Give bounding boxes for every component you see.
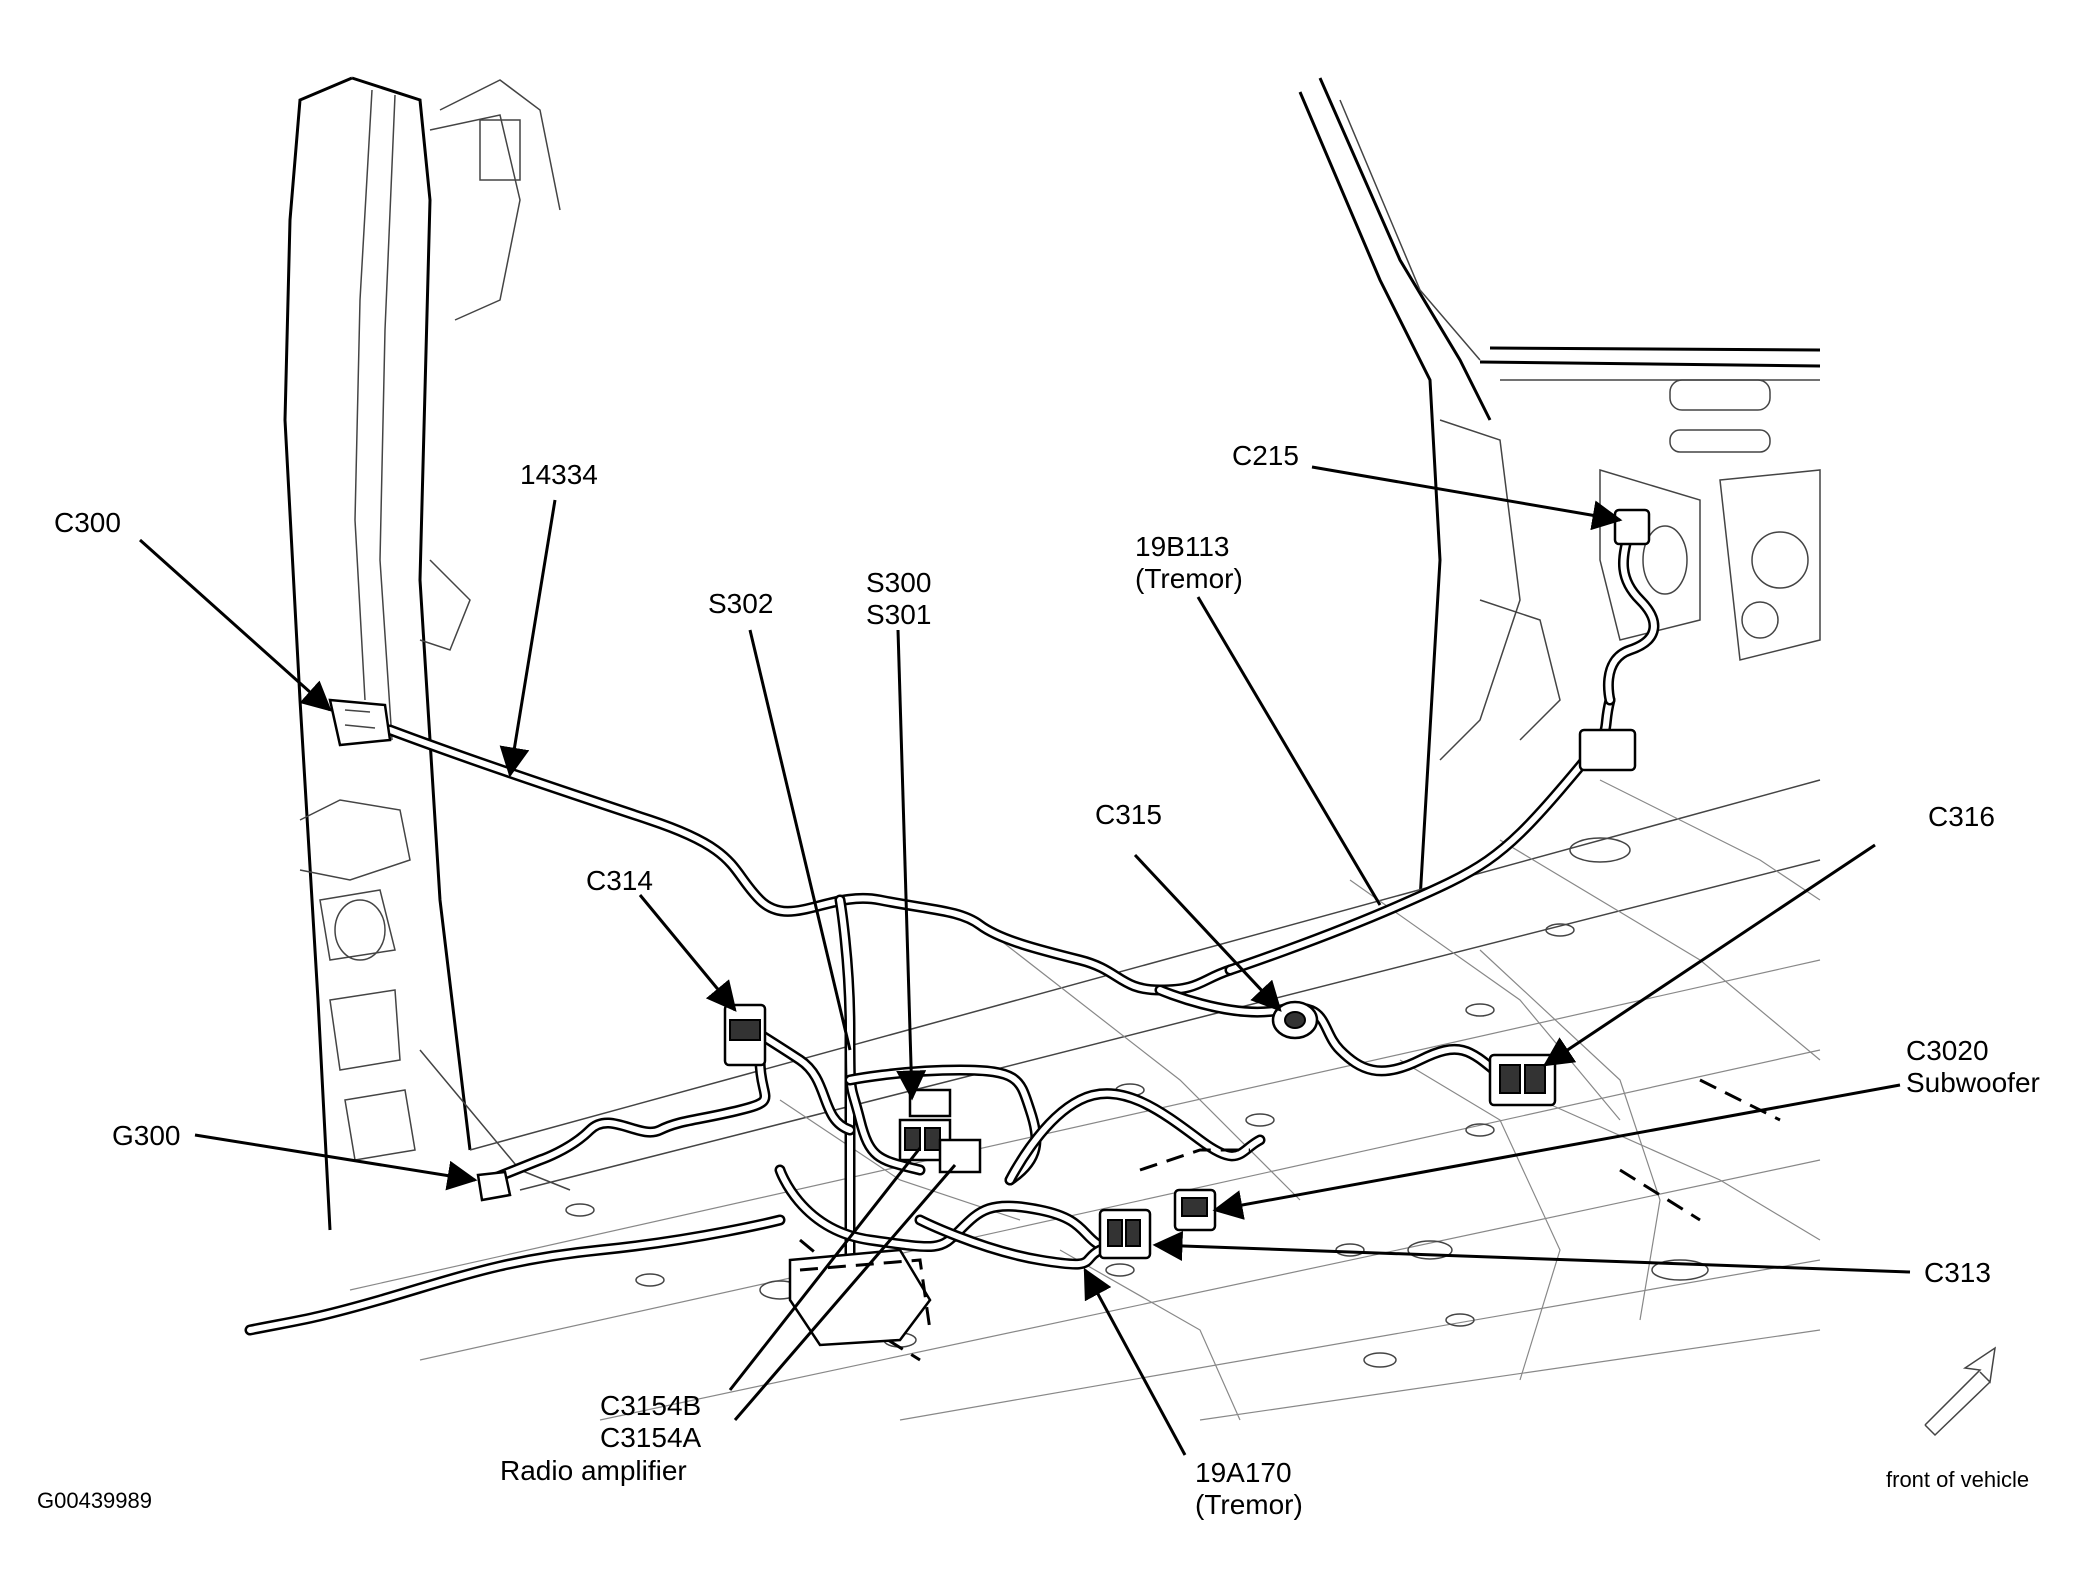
label-19b113-sub: (Tremor)	[1135, 563, 1243, 594]
label-c315: C315	[1095, 799, 1162, 830]
label-c3154b: C3154B	[600, 1390, 701, 1421]
leader-g300	[194, 1133, 478, 1191]
c215-connector	[1613, 508, 1651, 546]
diagram-id: G00439989	[37, 1488, 152, 1513]
label-s302: S302	[708, 588, 773, 619]
leader-c3020	[1212, 1083, 1901, 1220]
label-19a170-sub: (Tremor)	[1195, 1489, 1303, 1520]
front-of-vehicle-arrow-icon	[1924, 1346, 1996, 1437]
label-19b113: 19B113	[1135, 531, 1229, 562]
label-c3020-sub: Subwoofer	[1906, 1067, 2040, 1098]
leader-c314	[638, 894, 737, 1012]
vehicle-body-right-pillar	[1298, 77, 1821, 901]
label-s300: S300	[866, 567, 931, 598]
leader-c215	[1311, 465, 1623, 531]
leader-c3154a	[733, 1164, 957, 1421]
leader-lines	[138, 465, 1911, 1456]
leader-c316	[1542, 843, 1876, 1067]
leader-14334	[499, 499, 557, 778]
label-radio-amplifier: Radio amplifier	[500, 1455, 687, 1486]
label-c313: C313	[1924, 1257, 1991, 1288]
c3154a-connector	[938, 1138, 982, 1174]
leader-c315	[1133, 853, 1282, 1012]
label-c314: C314	[586, 865, 653, 896]
front-of-vehicle-label: front of vehicle	[1886, 1467, 2029, 1492]
label-c3020: C3020	[1906, 1035, 1989, 1066]
label-c215: C215	[1232, 440, 1299, 471]
leader-19b113	[1196, 596, 1382, 906]
leader-s300	[896, 629, 927, 1101]
label-c316: C316	[1928, 801, 1995, 832]
label-14334: 14334	[520, 459, 598, 490]
label-s301: S301	[866, 599, 931, 630]
leader-c313	[1152, 1230, 1911, 1274]
wiring-harness	[244, 524, 1660, 1336]
leader-c3154b	[728, 1147, 922, 1391]
label-g300: G300	[112, 1120, 181, 1151]
callout-labels: C300 14334 S302 S300 S301 C314 G300 C215…	[37, 440, 2040, 1520]
leader-c300	[138, 538, 332, 712]
label-19a170: 19A170	[1195, 1457, 1292, 1488]
leader-19a170	[1083, 1267, 1187, 1456]
leader-s302	[748, 629, 852, 1051]
components	[328, 508, 1651, 1347]
vehicle-body-left-pillar	[283, 76, 571, 1231]
label-c3154a: C3154A	[600, 1422, 702, 1453]
label-c300: C300	[54, 507, 121, 538]
s300-splice	[908, 1088, 952, 1118]
radio-amplifier	[788, 1248, 932, 1347]
c300-connector	[328, 698, 392, 747]
